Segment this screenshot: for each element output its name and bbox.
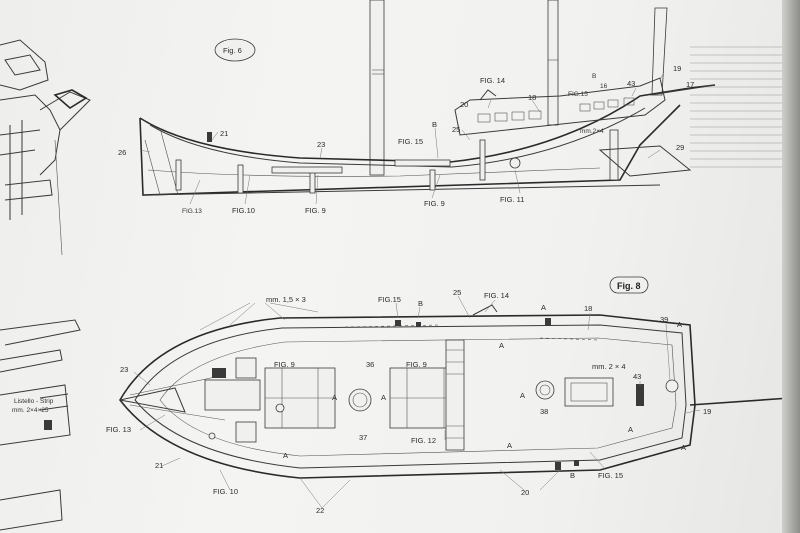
stern-hatch [564, 377, 614, 407]
fig8-label-20: 20 [521, 488, 529, 497]
fig14-fitting [479, 89, 497, 101]
fig6-label-B2: B [592, 73, 596, 80]
fig8-label-fig9b: FIG. 9 [406, 360, 427, 369]
capstan [509, 157, 521, 169]
fig8-deck-plan: Fig. 8 [106, 276, 791, 515]
fig8-label-B2: B [570, 471, 575, 480]
bow-detail [119, 387, 186, 413]
fig6-label-fig9b: FIG. 9 [424, 199, 445, 208]
fig6-label-fig10: FIG.10 [232, 206, 255, 215]
bonaventure-mast-hole [665, 379, 679, 393]
binder-edge [782, 0, 800, 533]
fig6-label-fig14: FIG. 14 [480, 76, 505, 85]
fig8-label-mm24: mm. 2 × 4 [592, 362, 626, 371]
fig6-label-fig9a: FIG. 9 [305, 206, 326, 215]
fig6-label-17: 17 [686, 80, 694, 89]
fig6-label-29: 29 [676, 143, 684, 152]
deck-outline [119, 314, 696, 479]
fig6-title-oval [214, 38, 256, 62]
fig6-label-16: 16 [600, 83, 608, 90]
fig8-fig14-fitting [472, 304, 498, 316]
fig6-label-43: 43 [627, 79, 635, 88]
fig8-label-B: B [418, 299, 423, 308]
fig8-label-A1: A [541, 303, 546, 312]
fig8-label-A10: A [681, 443, 686, 452]
left-detail-top [0, 39, 91, 256]
fig8-label-39: 39 [660, 315, 668, 324]
rudder-detail [598, 145, 692, 177]
ladder-rungs [446, 349, 464, 439]
fig8-label-fig12: FIG. 12 [411, 436, 436, 445]
fig8-label-22: 22 [316, 506, 324, 515]
fig8-label-43: 43 [633, 372, 641, 381]
fig8-label-23: 23 [120, 365, 128, 374]
fig8-label-19: 19 [703, 407, 711, 416]
fig8-title: Fig. 8 [617, 281, 641, 291]
fig6-label-25: 25 [452, 125, 460, 134]
fig6-label-fig15: FIG. 15 [398, 137, 423, 146]
fig8-label-37: 37 [359, 433, 367, 442]
fig6-label-20: 20 [460, 100, 468, 109]
fig6-label-fig15b: FIG.15 [568, 91, 588, 98]
fig6-side-view: Fig. 6 [118, 0, 716, 215]
fig6-label-19: 19 [673, 64, 681, 73]
mizzen-mast [547, 0, 559, 126]
fig8-label-A8: A [507, 441, 512, 450]
fig8-label-25: 25 [453, 288, 461, 297]
fig6-label-23: 23 [317, 140, 325, 149]
fig6-label-fig13: FIG.13 [182, 208, 202, 215]
hatch-forward [204, 357, 261, 443]
fig6-label-18: 18 [528, 93, 536, 102]
fig8-label-fig15b: FIG. 15 [598, 471, 623, 480]
bonaventure-mast [651, 7, 668, 96]
keel-line [139, 104, 681, 196]
fig8-label-36: 36 [366, 360, 374, 369]
fig8-label-A9: A [628, 425, 633, 434]
fig8-label-A2: A [677, 320, 682, 329]
ladder [445, 339, 465, 451]
fig8-label-38: 38 [540, 407, 548, 416]
fig8-label-fig10: FIG. 10 [213, 487, 238, 496]
fig8-label-18: 18 [584, 304, 592, 313]
fig8-label-A5: A [520, 391, 525, 400]
sheer-line [139, 84, 716, 163]
hatch-fig9-fore [264, 367, 336, 429]
fig6-label-mm: mm.2×4 [580, 128, 604, 135]
fig8-label-fig13: FIG. 13 [106, 425, 131, 434]
fig8-label-A4: A [381, 393, 386, 402]
strip-label-1: Listello - Strip [14, 398, 54, 405]
fig8-label-fig15: FIG.15 [378, 295, 401, 304]
stern-castle [454, 77, 666, 136]
faint-background-text [690, 40, 782, 520]
fig6-label-26: 26 [118, 148, 126, 157]
left-detail-bottom: Listello - Strip mm. 2×4×25 [0, 319, 81, 531]
fig8-title-oval [609, 276, 649, 294]
main-mast-hole [348, 388, 372, 412]
strip-label-2: mm. 2×4×25 [12, 407, 49, 414]
main-mast [369, 0, 385, 176]
fig8-label-A6: A [499, 341, 504, 350]
fig6-label-21: 21 [220, 129, 228, 138]
stern-windows [477, 97, 635, 123]
fig8-label-fig9a: FIG. 9 [274, 360, 295, 369]
fig8-label-mm15: mm. 1,5 × 3 [266, 295, 306, 304]
mizzen-mast-hole [535, 380, 555, 400]
fig8-label-fig14: FIG. 14 [484, 291, 509, 300]
fig6-label-fig11: FIG. 11 [500, 195, 524, 204]
fig6-title: Fig. 6 [223, 46, 242, 55]
fig8-label-A3: A [332, 393, 337, 402]
fig8-label-21: 21 [155, 461, 163, 470]
tiller [689, 397, 791, 406]
fig8-label-A7: A [283, 451, 288, 460]
fig6-label-B: B [432, 120, 437, 129]
